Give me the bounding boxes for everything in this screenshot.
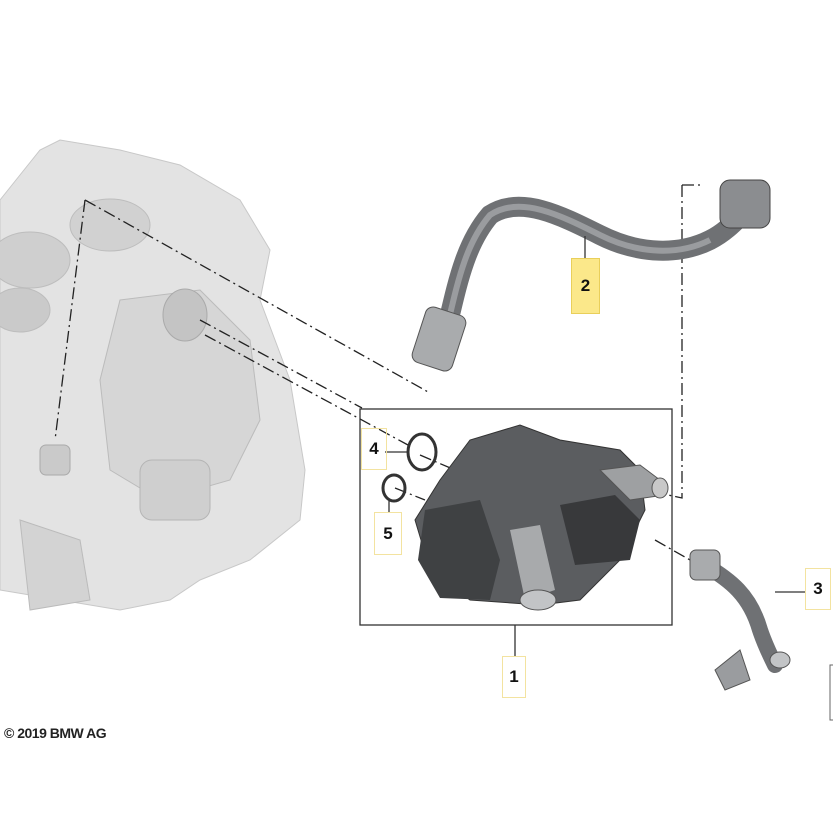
callout-number: 2: [580, 276, 591, 295]
callout-1[interactable]: 1: [502, 656, 526, 698]
o-ring-large-illustration: [406, 432, 438, 472]
callout-number: 4: [369, 439, 379, 458]
lower-hose-illustration: [689, 549, 791, 691]
callout-number: 3: [813, 579, 823, 598]
callout-2[interactable]: 2: [571, 258, 600, 314]
leader-lines: [54, 184, 700, 561]
assembly-frame: [359, 408, 673, 626]
module-illustration: [414, 424, 669, 611]
callout-number: 5: [383, 523, 393, 543]
callout-5[interactable]: 5: [374, 512, 402, 555]
callout-3[interactable]: 3: [805, 568, 831, 610]
copyright-notice: © 2019 BMW AG: [4, 725, 107, 741]
o-ring-small-illustration: [381, 473, 407, 503]
upper-hose-illustration: [411, 179, 771, 372]
engine-block-illustration: [0, 139, 306, 611]
callout-4[interactable]: 4: [361, 428, 387, 470]
callout-number: 1: [509, 667, 519, 686]
